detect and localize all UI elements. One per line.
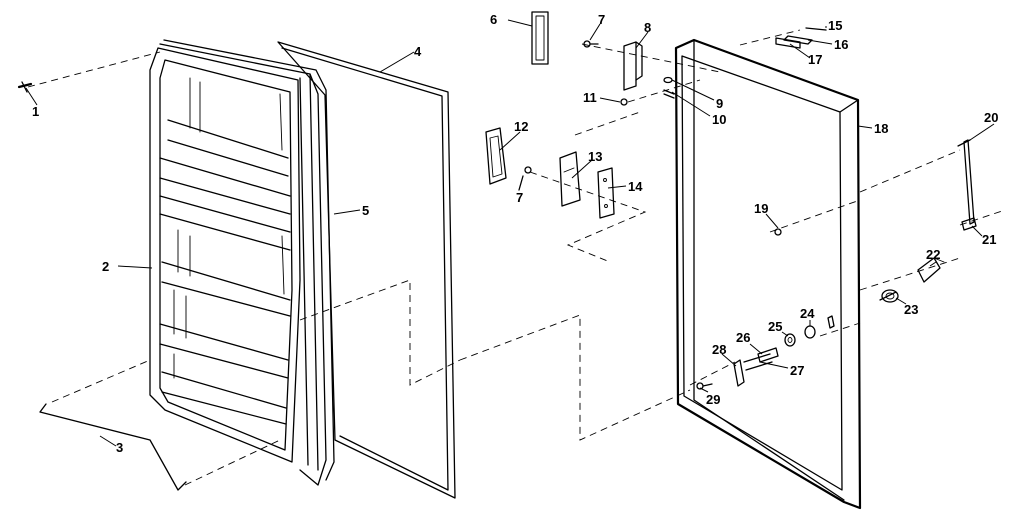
part-24-washer: [804, 325, 816, 339]
callout-23: 23: [904, 302, 918, 317]
callout-19: 19: [754, 201, 768, 216]
part-7-screw-bottom: [518, 166, 532, 191]
callout-20: 20: [984, 110, 998, 125]
part-7-screw-top: [583, 40, 599, 48]
part-3-rod: [39, 403, 187, 491]
part-22-lock-housing: [917, 257, 945, 283]
callout-15: 15: [828, 18, 842, 33]
callout-24: 24: [800, 306, 815, 321]
callout-4: 4: [414, 44, 422, 59]
part-6-bracket: [531, 11, 549, 65]
part-8-hinge: [623, 41, 643, 91]
part-2-door-liner: [149, 47, 301, 463]
callout-27: 27: [790, 363, 804, 378]
part-4-panel: [277, 41, 456, 499]
part-15-screw: [805, 27, 827, 31]
part-26-spacer: [757, 347, 779, 363]
part-20-lock-bar: [957, 139, 975, 225]
part-5-gasket: [159, 39, 335, 486]
callout-14: 14: [628, 179, 643, 194]
part-18-outer-door: [674, 38, 862, 510]
callout-8: 8: [644, 20, 651, 35]
callout-1: 1: [32, 104, 39, 119]
callout-11: 11: [583, 90, 597, 105]
part-19-plug: [774, 228, 782, 236]
leader-lines: [25, 19, 995, 447]
part-25-nut: [784, 333, 796, 347]
callout-21: 21: [982, 232, 996, 247]
part-23-lock-cylinder: [879, 289, 899, 303]
part-16-clip: [783, 35, 813, 45]
callout-22: 22: [926, 247, 940, 262]
part-14-hinge-plate: [597, 167, 615, 219]
callout-18: 18: [874, 121, 888, 136]
callout-13: 13: [588, 149, 602, 164]
part-1-screw: [17, 81, 33, 93]
callout-12: 12: [514, 119, 528, 134]
part-13-hinge-plate: [559, 151, 581, 207]
part-29-screw: [696, 382, 713, 390]
callout-labels: 1 2 3 4 5 6 7 7 8 9 10 11 12 13 14 15 16…: [32, 12, 998, 455]
part-17-bracket: [775, 37, 801, 49]
callout-29: 29: [706, 392, 720, 407]
part-misc-peg: [827, 315, 835, 329]
part-12-cover: [485, 127, 507, 185]
callout-26: 26: [736, 330, 750, 345]
callout-25: 25: [768, 319, 782, 334]
part-10-pin: [663, 89, 675, 99]
callout-9: 9: [716, 96, 723, 111]
callout-5: 5: [362, 203, 369, 218]
part-21-clip: [961, 217, 977, 231]
callout-6: 6: [490, 12, 497, 27]
callout-7-top: 7: [598, 12, 605, 27]
assembly-lines: [27, 29, 1006, 486]
part-28-latch: [733, 359, 745, 387]
callout-3: 3: [116, 440, 123, 455]
callout-28: 28: [712, 342, 726, 357]
callout-10: 10: [712, 112, 726, 127]
part-11-washer: [620, 98, 628, 106]
callout-2: 2: [102, 259, 109, 274]
callout-7-bottom: 7: [516, 190, 523, 205]
callout-16: 16: [834, 37, 848, 52]
callout-17: 17: [808, 52, 822, 67]
part-9-bushing: [663, 76, 673, 84]
